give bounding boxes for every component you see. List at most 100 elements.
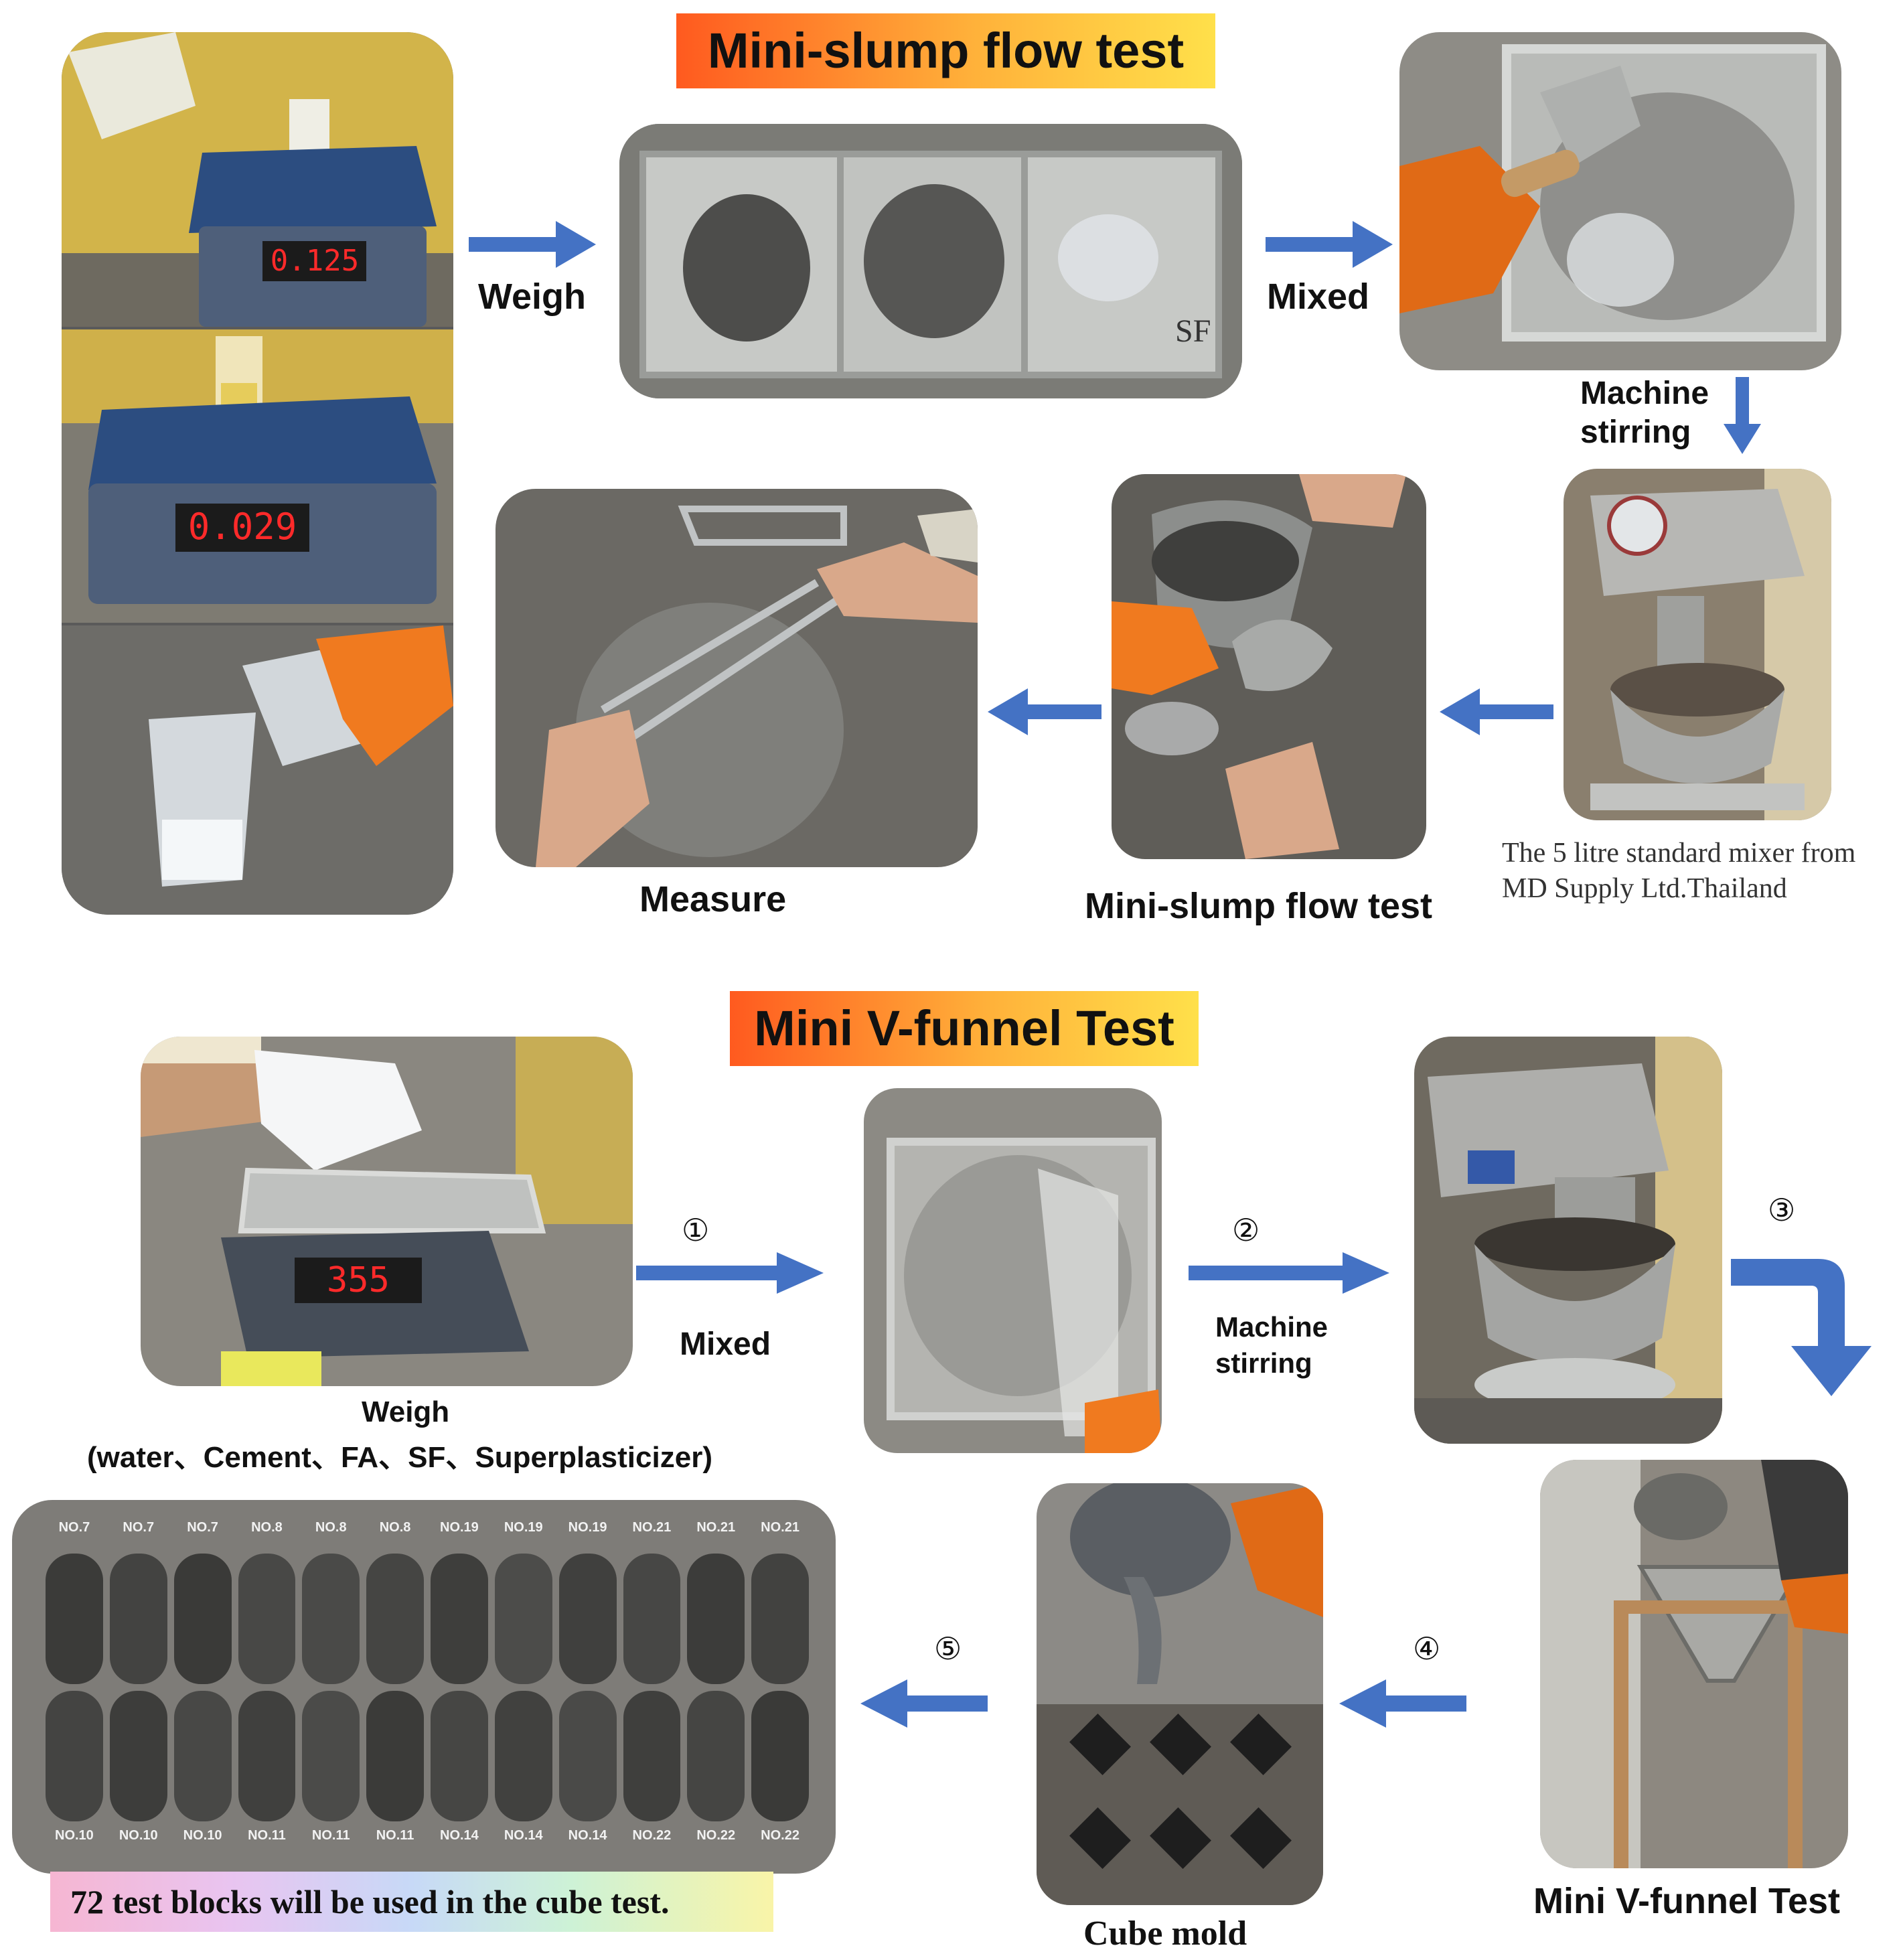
scale-display-1: 0.125	[271, 244, 359, 278]
block-label-bottom-5: NO.11	[311, 1828, 350, 1843]
arrow-right-mixed	[1266, 221, 1393, 268]
test-block	[366, 1554, 424, 1684]
test-block	[687, 1691, 745, 1821]
block-label-bottom-12: NO.22	[761, 1828, 800, 1843]
photo-hand-mixing	[1399, 32, 1841, 370]
test-block	[46, 1554, 103, 1684]
step-number-4: ④	[1413, 1631, 1441, 1667]
label-machine-stirring-1b: stirring	[1580, 414, 1691, 450]
label-machine-stirring-1a: Machine	[1580, 376, 1709, 411]
test-block	[623, 1554, 681, 1684]
block-label-top-3: NO.7	[187, 1520, 218, 1535]
test-block	[431, 1691, 488, 1821]
block-label-bottom-6: NO.11	[376, 1828, 414, 1843]
test-block	[238, 1691, 296, 1821]
block-label-bottom-1: NO.10	[55, 1828, 94, 1843]
block-label-top-4: NO.8	[251, 1520, 283, 1535]
test-block	[558, 1554, 617, 1684]
block-label-top-8: NO.19	[504, 1520, 543, 1535]
block-label-bottom-7: NO.14	[440, 1828, 479, 1843]
photo-v-funnel	[1540, 1460, 1848, 1868]
scale-display-2: 0.029	[188, 506, 297, 548]
label-machine-stirring-2a: Machine	[1215, 1311, 1328, 1343]
footer-note: 72 test blocks will be used in the cube …	[50, 1872, 773, 1932]
label-v-funnel: Mini V-funnel Test	[1533, 1881, 1840, 1921]
arrow-right-weigh	[469, 221, 596, 268]
test-block	[109, 1691, 167, 1821]
label-mixed-2: Mixed	[680, 1327, 771, 1362]
arrow-left-step4	[1339, 1679, 1466, 1728]
arrow-curved-step3	[1731, 1259, 1882, 1396]
photo-cube-mold	[1037, 1483, 1323, 1905]
photo-test-blocks: NO.7 NO.7 NO.7 NO.8 NO.8 NO.8 NO.19 NO.1…	[12, 1500, 836, 1874]
test-block	[173, 1554, 232, 1684]
arrow-left-step5	[860, 1679, 988, 1728]
arrow-right-step1	[636, 1252, 824, 1294]
block-label-bottom-9: NO.14	[568, 1828, 607, 1843]
block-grid: NO.7 NO.7 NO.7 NO.8 NO.8 NO.8 NO.19 NO.1…	[46, 1520, 809, 1855]
photo-weigh-materials: 355	[141, 1037, 633, 1386]
arrow-left-to-measure	[988, 688, 1101, 735]
block-label-bottom-2: NO.10	[119, 1828, 158, 1843]
test-block	[751, 1554, 809, 1684]
mixer-caption-line2: MD Supply Ltd.Thailand	[1502, 873, 1787, 904]
test-block	[238, 1554, 296, 1684]
photo-scale-weighing: 0.029	[62, 329, 453, 623]
section1-title-text: Mini-slump flow test	[707, 23, 1185, 78]
section2-title: Mini V-funnel Test	[730, 991, 1199, 1066]
step-number-2: ②	[1232, 1212, 1260, 1248]
section1-title: Mini-slump flow test	[676, 13, 1215, 88]
label-measure: Measure	[639, 879, 787, 919]
footer-note-text: 72 test blocks will be used in the cube …	[70, 1883, 670, 1920]
photo-machine-stirring	[1414, 1037, 1722, 1444]
test-block	[494, 1691, 552, 1821]
arrow-down-stirring	[1724, 377, 1761, 454]
label-machine-stirring-2b: stirring	[1215, 1347, 1312, 1379]
block-label-bottom-3: NO.10	[183, 1828, 222, 1843]
test-block	[46, 1691, 103, 1821]
label-weigh-2: Weigh	[362, 1396, 450, 1428]
block-label-top-6: NO.8	[379, 1520, 411, 1535]
photo-measure-spread	[496, 489, 978, 867]
label-cube-mold: Cube mold	[1083, 1914, 1247, 1953]
scale-display-3: 355	[327, 1260, 390, 1300]
step-number-1: ①	[682, 1212, 710, 1248]
block-label-top-12: NO.21	[761, 1520, 800, 1535]
photo-material-trays: SF	[619, 124, 1242, 398]
test-block	[558, 1691, 617, 1821]
arrow-right-step2	[1189, 1252, 1389, 1294]
label-mini-slump: Mini-slump flow test	[1085, 886, 1432, 926]
step-number-5: ⑤	[934, 1631, 962, 1667]
test-block	[431, 1554, 488, 1684]
photo-scale-pouring: 0.125	[62, 32, 453, 327]
block-label-bottom-11: NO.22	[696, 1828, 736, 1843]
test-block	[494, 1554, 552, 1684]
photo-mini-slump-pouring	[1112, 474, 1426, 859]
photo-tray-mixing	[864, 1088, 1162, 1453]
step-number-3: ③	[1768, 1192, 1796, 1228]
photo-standard-mixer	[1564, 469, 1831, 820]
test-block	[109, 1554, 167, 1684]
test-block	[366, 1691, 424, 1821]
block-label-top-1: NO.7	[58, 1520, 90, 1535]
tray-label-sf: SF	[1175, 313, 1211, 349]
mixer-caption-line1: The 5 litre standard mixer from	[1502, 838, 1856, 869]
block-label-top-5: NO.8	[315, 1520, 347, 1535]
test-block	[623, 1691, 681, 1821]
block-label-bottom-8: NO.14	[504, 1828, 543, 1843]
block-label-top-2: NO.7	[123, 1520, 155, 1535]
label-weigh-materials: (water、Cement、FA、SF、Superplasticizer)	[87, 1441, 712, 1474]
test-block	[687, 1554, 745, 1684]
test-block	[173, 1691, 232, 1821]
block-label-top-10: NO.21	[632, 1520, 672, 1535]
label-mixed: Mixed	[1267, 277, 1370, 317]
block-label-top-7: NO.19	[440, 1520, 479, 1535]
photo-pouring-water	[62, 625, 453, 915]
test-block	[751, 1691, 809, 1821]
arrow-left-to-slump	[1440, 688, 1553, 735]
label-weigh: Weigh	[478, 277, 586, 317]
block-label-top-9: NO.19	[568, 1520, 607, 1535]
block-label-bottom-10: NO.22	[632, 1828, 672, 1843]
section2-title-text: Mini V-funnel Test	[754, 1000, 1174, 1056]
